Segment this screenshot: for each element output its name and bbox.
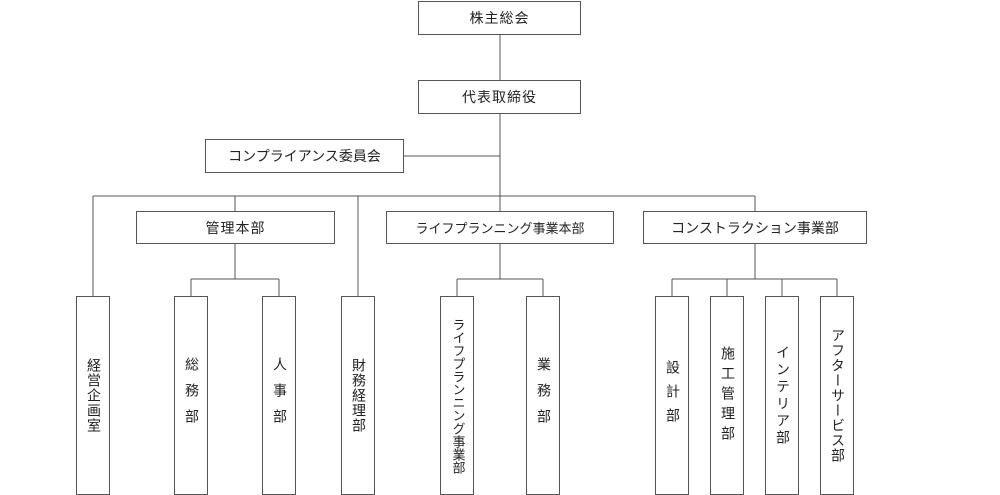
construction-hq-label: コンストラクション事業部	[671, 220, 839, 237]
construction-hq-box: コンストラクション事業部	[643, 211, 867, 244]
interior-box: インテリア部	[765, 296, 799, 495]
after-service-box: アフターサービス部	[820, 296, 854, 495]
zaimu-keiri-box: 財務経理部	[341, 296, 375, 495]
soumu-label: 総務部	[183, 356, 199, 435]
compliance-committee-box: コンプライアンス委員会	[205, 139, 404, 173]
lifeplanning-hq-box: ライフプランニング事業本部	[386, 211, 614, 244]
lifeplanning-dept-label: ライフプランニング事業部	[449, 317, 465, 474]
sekkei-label: 設計部	[664, 359, 680, 432]
zaimu-keiri-label: 財務経理部	[350, 358, 366, 433]
admin-hq-box: 管理本部	[136, 211, 335, 244]
gyomu-label: 業務部	[535, 356, 551, 435]
jinji-box: 人事部	[262, 296, 296, 495]
lifeplanning-hq-label: ライフプランニング事業本部	[415, 222, 585, 237]
keiei-kikaku-label: 経営企画室	[85, 358, 101, 433]
seko-kanri-box: 施工管理部	[710, 296, 744, 495]
compliance-committee-label: コンプライアンス委員会	[228, 149, 381, 165]
ceo-box: 代表取締役	[418, 80, 581, 114]
seko-kanri-label: 施工管理部	[719, 345, 735, 446]
jinji-label: 人事部	[271, 356, 287, 435]
interior-label: インテリア部	[774, 344, 790, 447]
keiei-kikaku-box: 経営企画室	[76, 296, 110, 495]
ceo-label: 代表取締役	[462, 90, 537, 106]
sekkei-box: 設計部	[655, 296, 689, 495]
shareholders-box: 株主総会	[418, 1, 581, 35]
lifeplanning-dept-box: ライフプランニング事業部	[440, 296, 474, 495]
gyomu-box: 業務部	[526, 296, 560, 495]
after-service-label: アフターサービス部	[829, 328, 845, 463]
soumu-box: 総務部	[174, 296, 208, 495]
shareholders-label: 株主総会	[469, 11, 530, 27]
admin-hq-label: 管理本部	[205, 220, 266, 237]
